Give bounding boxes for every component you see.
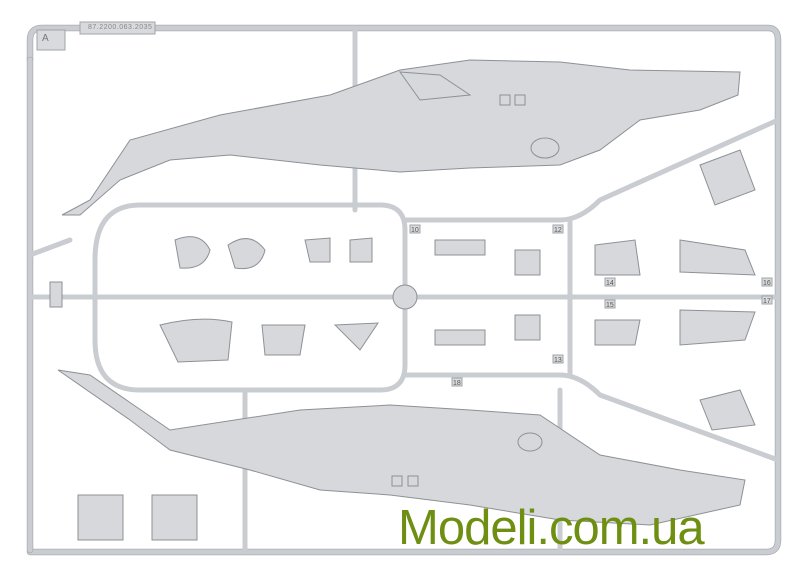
fuselage-half-lower (57, 369, 746, 526)
small-parts (49, 149, 756, 541)
svg-text:17: 17 (763, 298, 771, 305)
sprue-letter-tag: A (42, 33, 49, 44)
fuselage-half-upper (61, 59, 741, 216)
part-number-tags: 10 12 13 14 15 16 17 18 (409, 224, 773, 387)
svg-text:15: 15 (606, 302, 614, 309)
svg-text:13: 13 (554, 357, 562, 364)
svg-text:14: 14 (606, 280, 614, 287)
svg-text:12: 12 (554, 227, 562, 234)
svg-text:18: 18 (453, 380, 461, 387)
svg-text:16: 16 (763, 280, 771, 287)
watermark: Modeli.com.ua (398, 501, 705, 555)
sprue-code: 87.2200.063.2035 (88, 24, 153, 31)
svg-text:10: 10 (411, 227, 419, 234)
